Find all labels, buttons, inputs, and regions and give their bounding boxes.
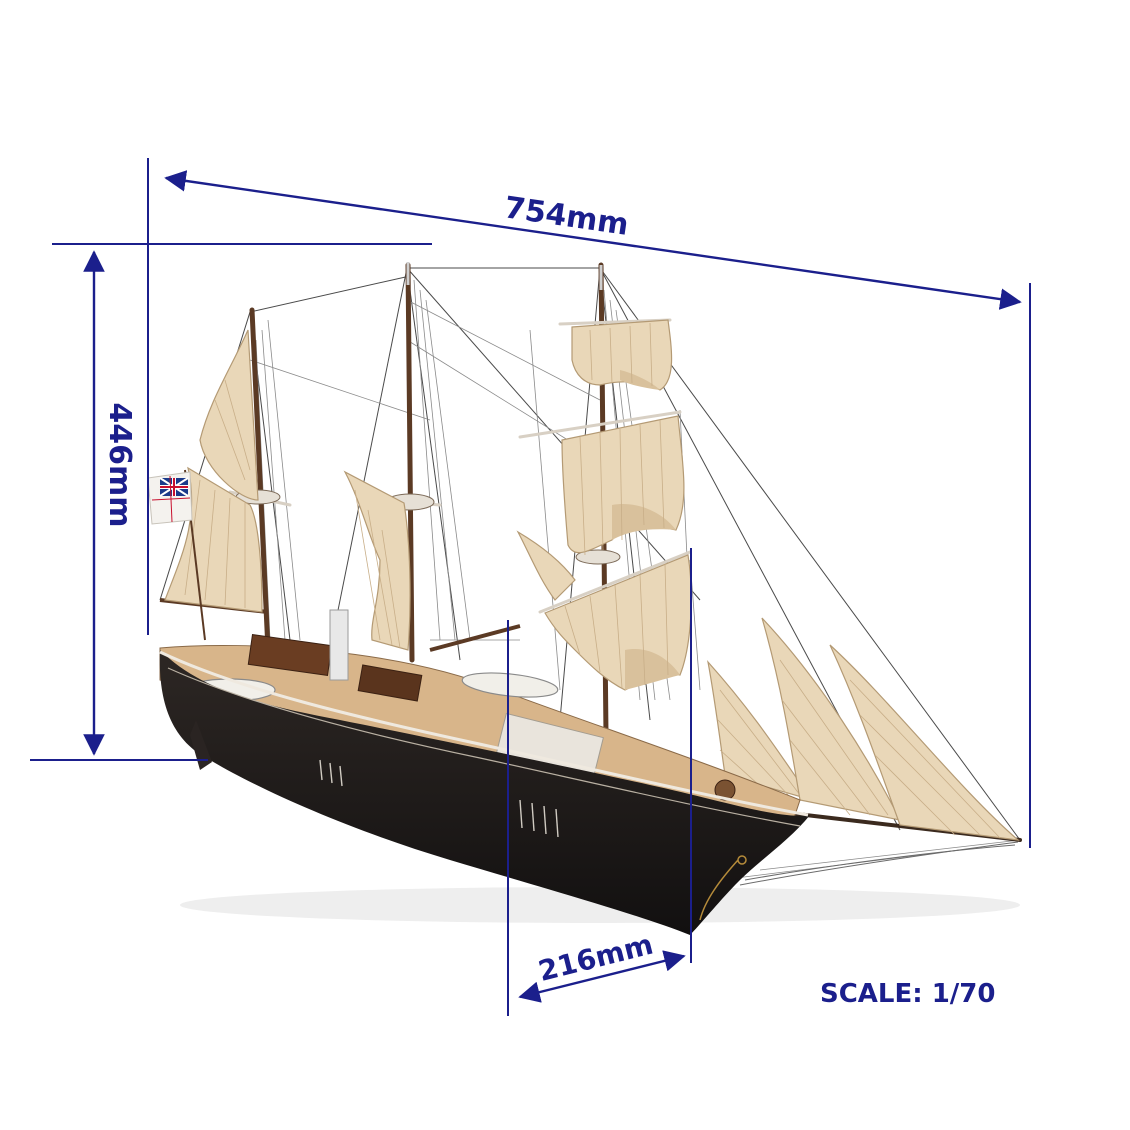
length-dimension: 754mm <box>147 158 1031 848</box>
ship-model <box>147 262 1022 935</box>
sails <box>164 319 1020 841</box>
main-mast <box>405 262 415 663</box>
height-dimension: 446mm <box>30 243 432 761</box>
height-label: 446mm <box>102 402 137 527</box>
width-arrow <box>518 950 686 1003</box>
scale-label: SCALE: 1/70 <box>820 979 995 1009</box>
mast-tops <box>235 489 621 565</box>
mizzen-mast <box>249 307 271 653</box>
deckhouse-mid <box>357 664 423 702</box>
ship-shadow <box>180 887 1020 923</box>
fore-staysail-left <box>516 530 576 601</box>
mizzen-gaff-sail <box>199 329 259 501</box>
dimension-annotations: 754mm 446mm 216mm SCALE: 1/70 <box>30 158 1031 1016</box>
length-arrow <box>164 170 1022 310</box>
ensign-flag-icon <box>147 469 206 641</box>
hull <box>159 609 1019 935</box>
outer-jib <box>829 644 1020 841</box>
